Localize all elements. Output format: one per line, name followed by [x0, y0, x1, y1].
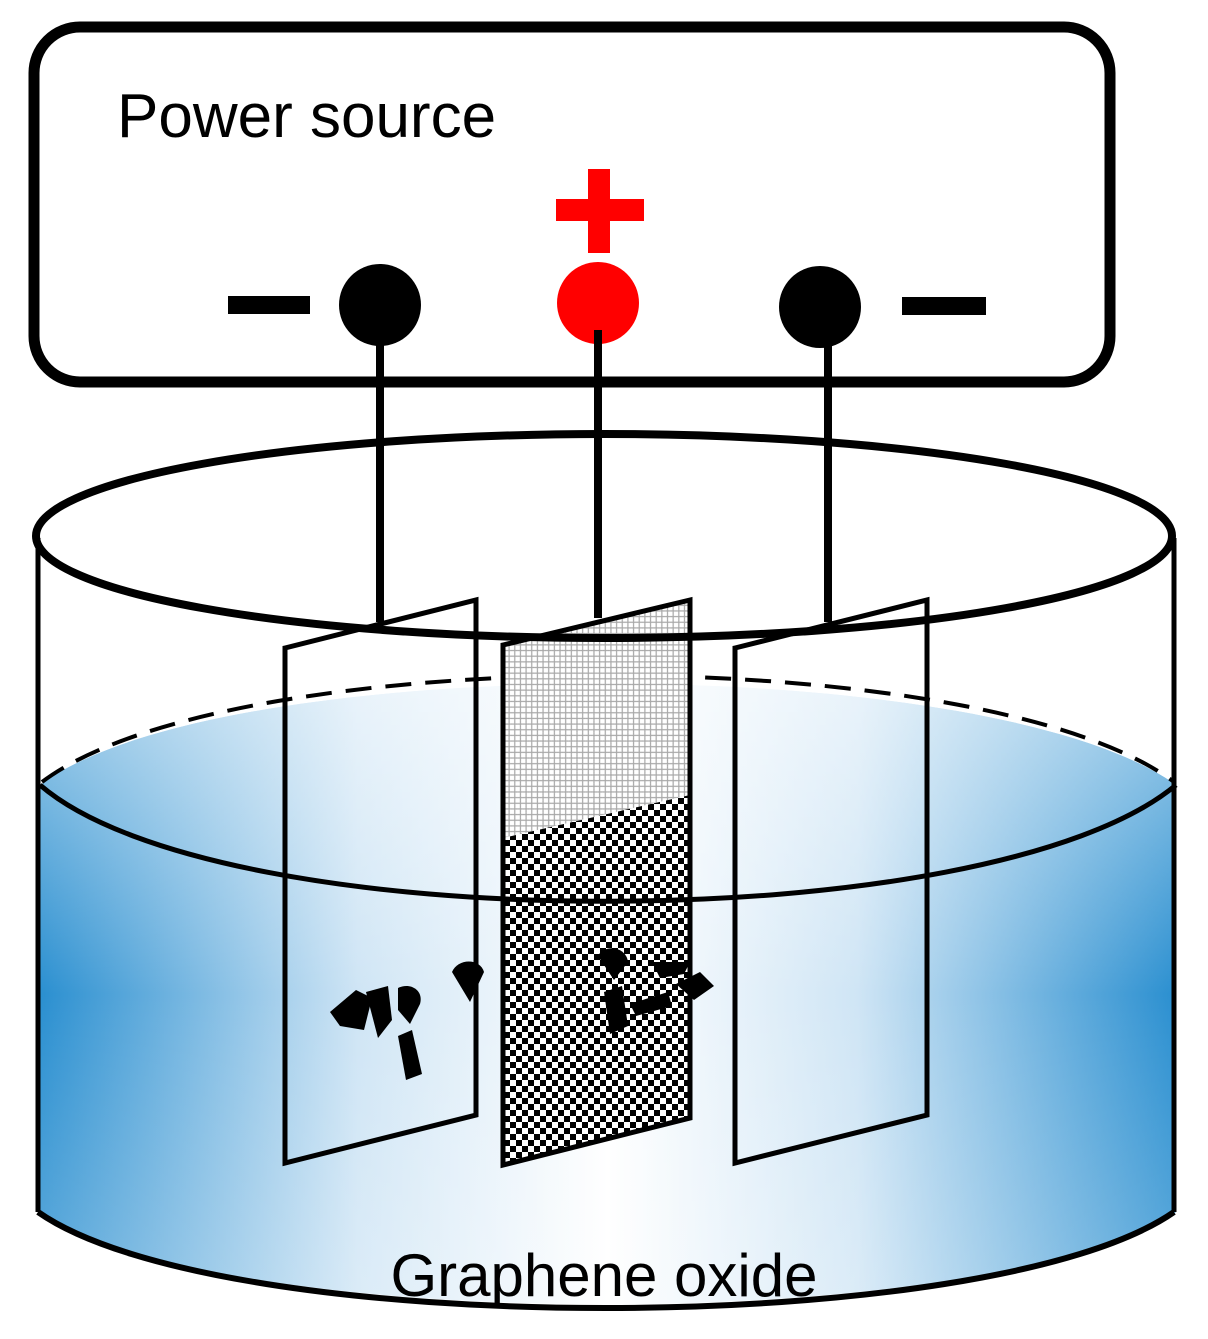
right-electrode [732, 596, 930, 1167]
left-electrode [282, 596, 484, 1167]
container-bottom [36, 1209, 1176, 1311]
container-top-rim [32, 430, 1176, 642]
center-electrode-deposit [503, 795, 690, 1165]
power-source-label: Power source [117, 82, 496, 151]
flake-5 [452, 961, 484, 1002]
power-source: Power source [28, 21, 1116, 388]
liquid-front-rim [38, 783, 1178, 904]
flake-7 [604, 986, 628, 1034]
container-front [32, 430, 1178, 1311]
flake-1 [330, 990, 372, 1030]
flake-9 [652, 962, 690, 978]
flake-3 [398, 985, 421, 1024]
wires [376, 330, 832, 622]
positive-terminal [557, 262, 639, 344]
center-electrode-upper [503, 600, 690, 838]
left-terminal [339, 264, 421, 346]
left-minus-sign-icon [228, 296, 310, 314]
right-terminal [779, 266, 861, 348]
right-minus-sign-icon [902, 297, 986, 315]
flake-8 [630, 992, 672, 1016]
flake-6 [598, 948, 628, 980]
flake-4 [398, 1030, 422, 1080]
flake-10 [676, 972, 714, 1000]
center-electrode [500, 596, 714, 1169]
electrolyte-label: Graphene oxide [391, 1242, 818, 1309]
flake-2 [366, 986, 392, 1038]
plus-sign-horizontal-icon [556, 199, 644, 221]
